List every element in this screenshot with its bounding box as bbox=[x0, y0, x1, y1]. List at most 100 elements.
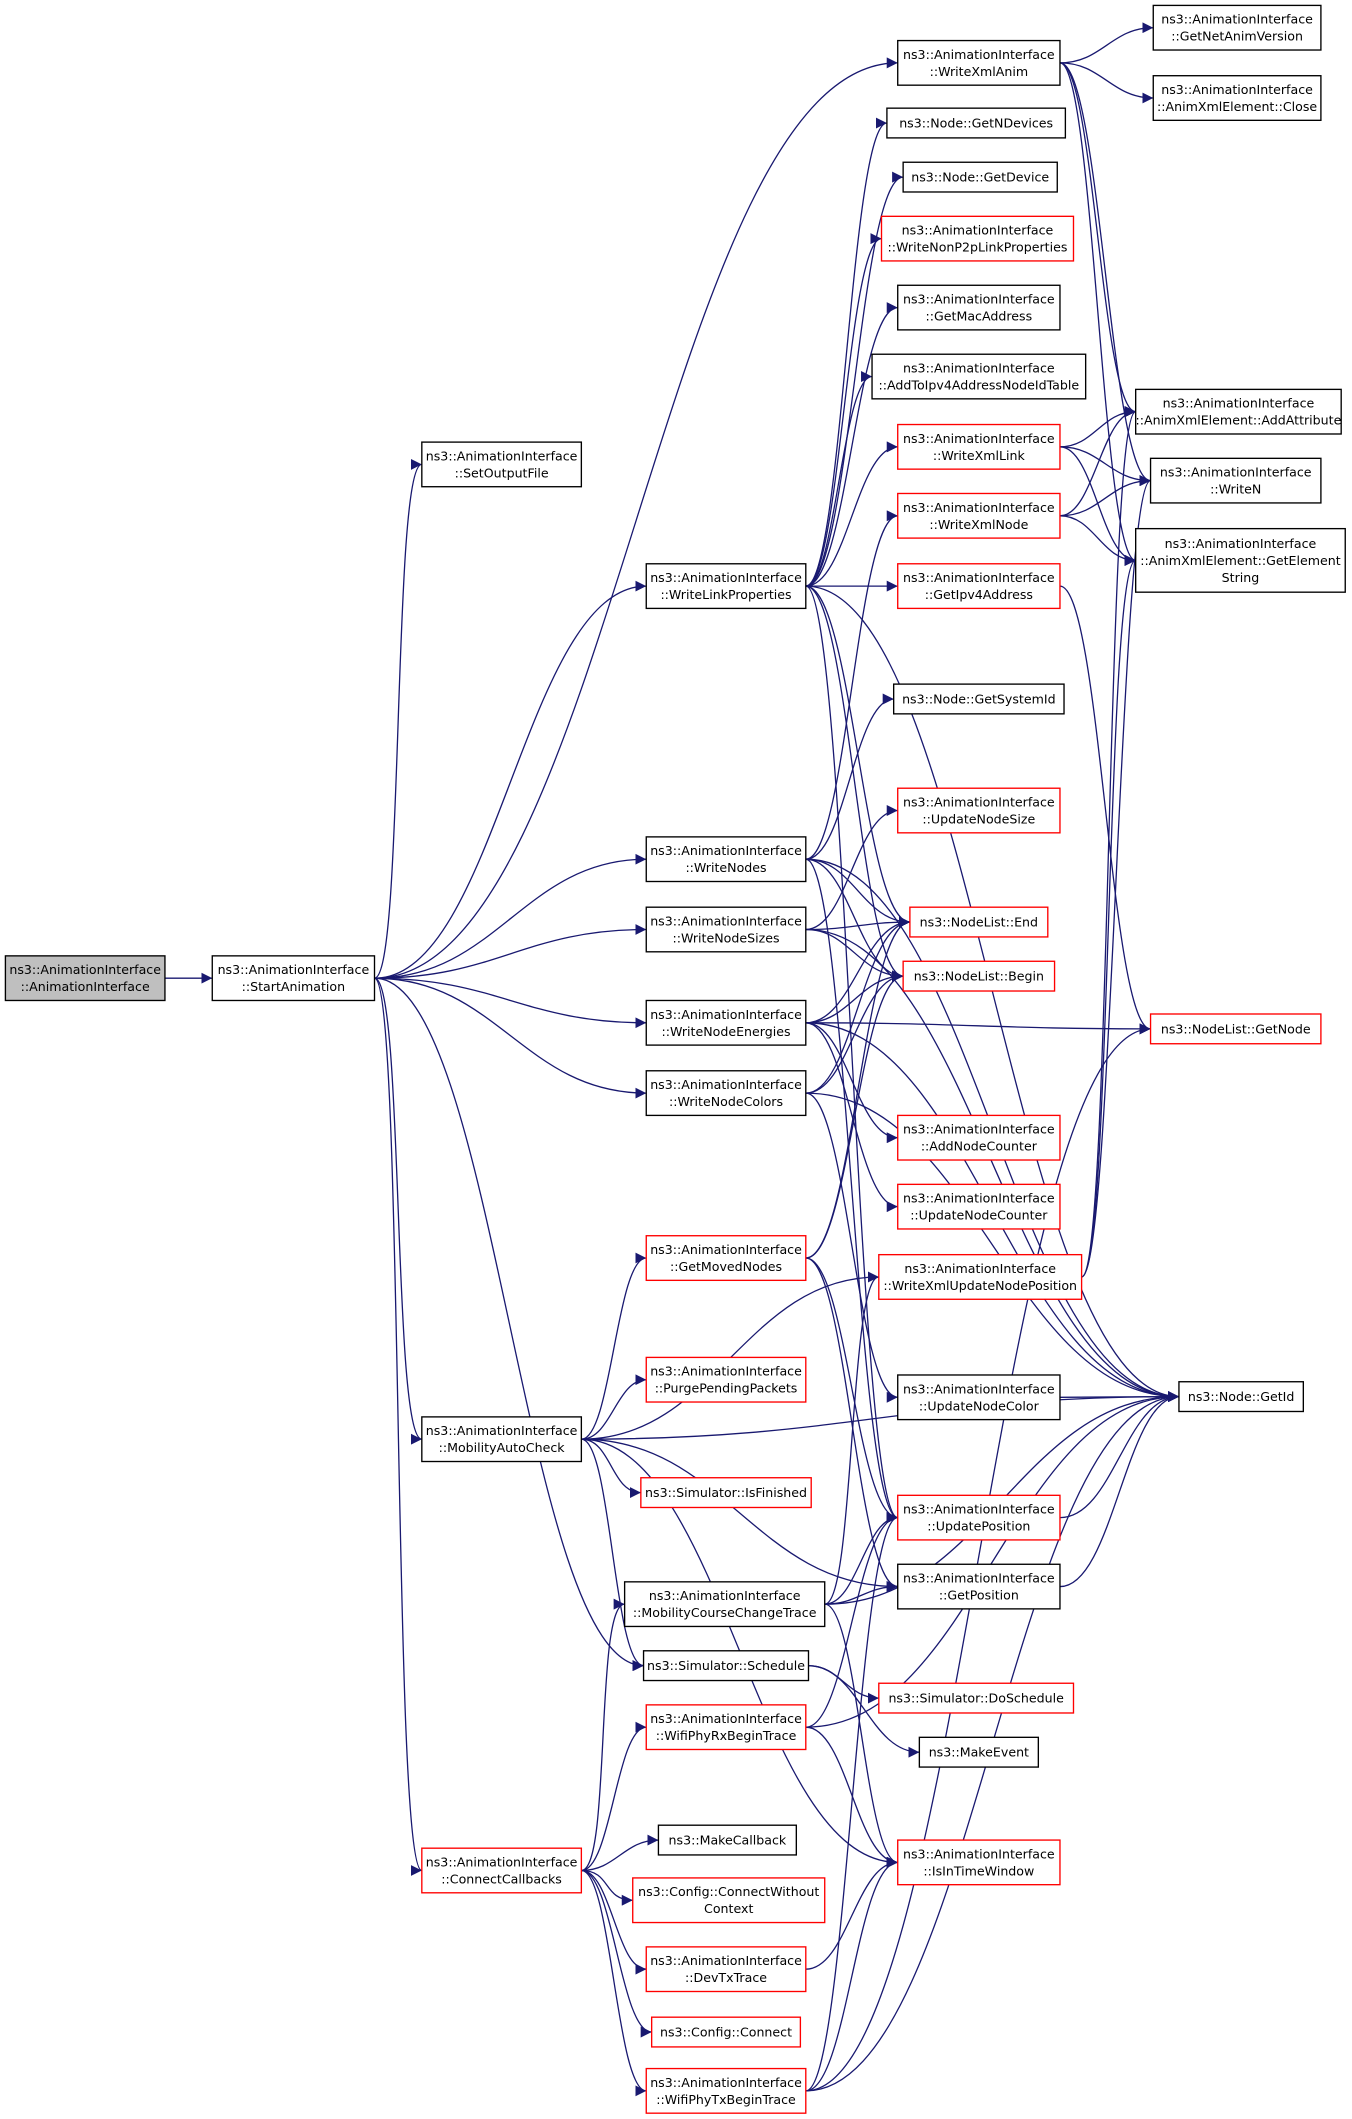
node-getdev[interactable]: ns3::Node::GetDevice bbox=[902, 161, 1058, 193]
node-label-writenodes-line-0: ns3::AnimationInterface bbox=[650, 843, 802, 858]
node-writenodecolors[interactable]: ns3::AnimationInterface::WriteNodeColors bbox=[645, 1070, 807, 1117]
edge-wifirx-to-istimewin bbox=[805, 1726, 898, 1868]
node-getelem[interactable]: ns3::AnimationInterface::AnimXmlElement:… bbox=[1135, 527, 1346, 593]
node-writexmlanim[interactable]: ns3::AnimationInterface::WriteXmlAnim bbox=[897, 39, 1061, 86]
node-connectcb[interactable]: ns3::AnimationInterface::ConnectCallback… bbox=[421, 1847, 583, 1894]
node-label-getmoved-line-1: ::GetMovedNodes bbox=[670, 1259, 782, 1274]
node-label-writelink-line-1: ::WriteLinkProperties bbox=[660, 587, 791, 602]
node-box-writenodeenergies bbox=[645, 999, 807, 1046]
node-writenonp2p[interactable]: ns3::AnimationInterface::WriteNonP2pLink… bbox=[880, 215, 1075, 262]
node-box-schedule bbox=[642, 1650, 810, 1682]
node-root[interactable]: ns3::AnimationInterface::AnimationInterf… bbox=[4, 955, 166, 1002]
node-label-updnodecounter-line-1: ::UpdateNodeCounter bbox=[910, 1208, 1048, 1223]
node-label-connectcb-line-1: ::ConnectCallbacks bbox=[441, 1871, 562, 1886]
edge-writenodeenergies-to-nlgetnode bbox=[805, 1022, 1151, 1035]
edge-connectcb-to-wifirx bbox=[581, 1721, 647, 1872]
node-getmac[interactable]: ns3::AnimationInterface::GetMacAddress bbox=[897, 284, 1061, 331]
node-addattr[interactable]: ns3::AnimationInterface::AnimXmlElement:… bbox=[1135, 388, 1342, 435]
node-schedule[interactable]: ns3::Simulator::Schedule bbox=[642, 1650, 810, 1682]
node-getmoved[interactable]: ns3::AnimationInterface::GetMovedNodes bbox=[645, 1235, 807, 1282]
edge-start-to-schedule bbox=[374, 977, 644, 1672]
node-updnodecounter[interactable]: ns3::AnimationInterface::UpdateNodeCount… bbox=[897, 1183, 1061, 1230]
node-writelink[interactable]: ns3::AnimationInterface::WriteLinkProper… bbox=[645, 563, 807, 610]
node-box-doschedule bbox=[878, 1682, 1075, 1714]
node-label-getnetanim-line-1: ::GetNetAnimVersion bbox=[1171, 29, 1303, 44]
edge-mobcheck-to-getpos bbox=[581, 1438, 898, 1593]
edge-updpos-to-getid bbox=[1059, 1391, 1179, 1519]
node-wifirx[interactable]: ns3::AnimationInterface::WifiPhyRxBeginT… bbox=[645, 1704, 807, 1751]
node-label-writen-line-1: ::WriteN bbox=[1210, 482, 1261, 497]
node-nlgetnode[interactable]: ns3::NodeList::GetNode bbox=[1149, 1013, 1322, 1045]
node-cfgconn[interactable]: ns3::Config::Connect bbox=[650, 2016, 802, 2048]
node-label-updnodesize-line-1: ::UpdateNodeSize bbox=[922, 812, 1035, 827]
node-setout[interactable]: ns3::AnimationInterface::SetOutputFile bbox=[421, 441, 583, 488]
node-label-makeevent-line-0: ns3::MakeEvent bbox=[929, 1745, 1029, 1760]
node-isfinished[interactable]: ns3::Simulator::IsFinished bbox=[640, 1477, 812, 1509]
node-label-getipv4-line-0: ns3::AnimationInterface bbox=[903, 570, 1055, 585]
node-label-addtoipv4-line-0: ns3::AnimationInterface bbox=[903, 361, 1055, 376]
node-writenodeenergies[interactable]: ns3::AnimationInterface::WriteNodeEnergi… bbox=[645, 999, 807, 1046]
node-updpos[interactable]: ns3::AnimationInterface::UpdatePosition bbox=[897, 1494, 1061, 1541]
node-wifitx[interactable]: ns3::AnimationInterface::WifiPhyTxBeginT… bbox=[645, 2067, 807, 2114]
node-start[interactable]: ns3::AnimationInterface::StartAnimation bbox=[211, 955, 376, 1002]
node-getnetanim[interactable]: ns3::AnimationInterface::GetNetAnimVersi… bbox=[1152, 4, 1322, 51]
edge-connectcb-to-cfgconn bbox=[581, 1869, 652, 2038]
node-box-getpos bbox=[897, 1563, 1061, 1610]
node-istimewin[interactable]: ns3::AnimationInterface::IsInTimeWindow bbox=[897, 1839, 1061, 1886]
node-getsysid[interactable]: ns3::Node::GetSystemId bbox=[892, 683, 1065, 715]
node-label-writexmlupd-line-1: ::WriteXmlUpdateNodePosition bbox=[883, 1278, 1077, 1293]
edge-writenodeenergies-to-addnodecounter bbox=[805, 1022, 898, 1144]
node-writexmlnode[interactable]: ns3::AnimationInterface::WriteXmlNode bbox=[897, 492, 1061, 539]
node-makeevent[interactable]: ns3::MakeEvent bbox=[918, 1736, 1040, 1768]
node-getpos[interactable]: ns3::AnimationInterface::GetPosition bbox=[897, 1563, 1061, 1610]
node-purge[interactable]: ns3::AnimationInterface::PurgePendingPac… bbox=[645, 1356, 807, 1403]
node-box-mobtrace bbox=[623, 1581, 826, 1628]
node-label-close-line-1: ::AnimXmlElement::Close bbox=[1157, 99, 1317, 114]
edge-writelink-to-nlbegin bbox=[805, 585, 904, 982]
node-label-cfgconnwo-line-1: Context bbox=[704, 1901, 753, 1916]
node-writen[interactable]: ns3::AnimationInterface::WriteN bbox=[1149, 457, 1322, 504]
node-label-doschedule-line-0: ns3::Simulator::DoSchedule bbox=[888, 1691, 1064, 1706]
node-updnodecolor[interactable]: ns3::AnimationInterface::UpdateNodeColor bbox=[897, 1374, 1061, 1421]
node-doschedule[interactable]: ns3::Simulator::DoSchedule bbox=[878, 1682, 1075, 1714]
node-label-updnodecounter-line-0: ns3::AnimationInterface bbox=[903, 1191, 1055, 1206]
node-getipv4[interactable]: ns3::AnimationInterface::GetIpv4Address bbox=[897, 563, 1061, 610]
node-devtx[interactable]: ns3::AnimationInterface::DevTxTrace bbox=[645, 1946, 807, 1993]
node-writexmlupd[interactable]: ns3::AnimationInterface::WriteXmlUpdateN… bbox=[878, 1253, 1083, 1300]
node-mobtrace[interactable]: ns3::AnimationInterface::MobilityCourseC… bbox=[623, 1581, 826, 1628]
node-box-isfinished bbox=[640, 1477, 812, 1509]
node-label-purge-line-0: ns3::AnimationInterface bbox=[650, 1364, 802, 1379]
node-writexmllink[interactable]: ns3::AnimationInterface::WriteXmlLink bbox=[897, 423, 1061, 470]
node-box-wifitx bbox=[645, 2067, 807, 2114]
node-getndev[interactable]: ns3::Node::GetNDevices bbox=[886, 107, 1067, 139]
node-close[interactable]: ns3::AnimationInterface::AnimXmlElement:… bbox=[1152, 75, 1322, 122]
edge-writexmlanim-to-getnetanim bbox=[1059, 22, 1154, 64]
node-addtoipv4[interactable]: ns3::AnimationInterface::AddToIpv4Addres… bbox=[871, 353, 1087, 400]
node-makecb[interactable]: ns3::MakeCallback bbox=[657, 1824, 798, 1856]
node-nlbegin[interactable]: ns3::NodeList::Begin bbox=[902, 960, 1056, 992]
node-label-addattr-line-1: ::AnimXmlElement::AddAttribute bbox=[1135, 413, 1341, 428]
node-label-updnodecolor-line-0: ns3::AnimationInterface bbox=[903, 1381, 1055, 1396]
edge-writenodeenergies-to-nlend bbox=[805, 916, 910, 1024]
node-mobcheck[interactable]: ns3::AnimationInterface::MobilityAutoChe… bbox=[421, 1416, 583, 1463]
edge-writelink-to-writenonp2p bbox=[805, 233, 882, 587]
node-label-writenodecolors-line-1: ::WriteNodeColors bbox=[669, 1094, 783, 1109]
edge-writelink-to-getndev bbox=[805, 117, 888, 587]
node-getid[interactable]: ns3::Node::GetId bbox=[1178, 1381, 1305, 1413]
node-updnodesize[interactable]: ns3::AnimationInterface::UpdateNodeSize bbox=[897, 787, 1061, 834]
node-writenodesizes[interactable]: ns3::AnimationInterface::WriteNodeSizes bbox=[645, 906, 807, 953]
node-addnodecounter[interactable]: ns3::AnimationInterface::AddNodeCounter bbox=[897, 1114, 1061, 1161]
node-label-wifirx-line-1: ::WifiPhyRxBeginTrace bbox=[656, 1728, 797, 1743]
node-label-mobtrace-line-1: ::MobilityCourseChangeTrace bbox=[633, 1605, 817, 1620]
node-box-getdev bbox=[902, 161, 1058, 193]
edge-connectcb-to-makecb bbox=[581, 1834, 659, 1872]
node-box-addattr bbox=[1135, 388, 1342, 435]
edge-connectcb-to-cfgconnwo bbox=[581, 1869, 633, 1906]
node-label-writexmlnode-line-0: ns3::AnimationInterface bbox=[903, 500, 1055, 515]
node-writenodes[interactable]: ns3::AnimationInterface::WriteNodes bbox=[645, 836, 807, 883]
node-label-start-line-0: ns3::AnimationInterface bbox=[218, 962, 370, 977]
node-nlend[interactable]: ns3::NodeList::End bbox=[909, 906, 1049, 938]
node-box-makeevent bbox=[918, 1736, 1040, 1768]
